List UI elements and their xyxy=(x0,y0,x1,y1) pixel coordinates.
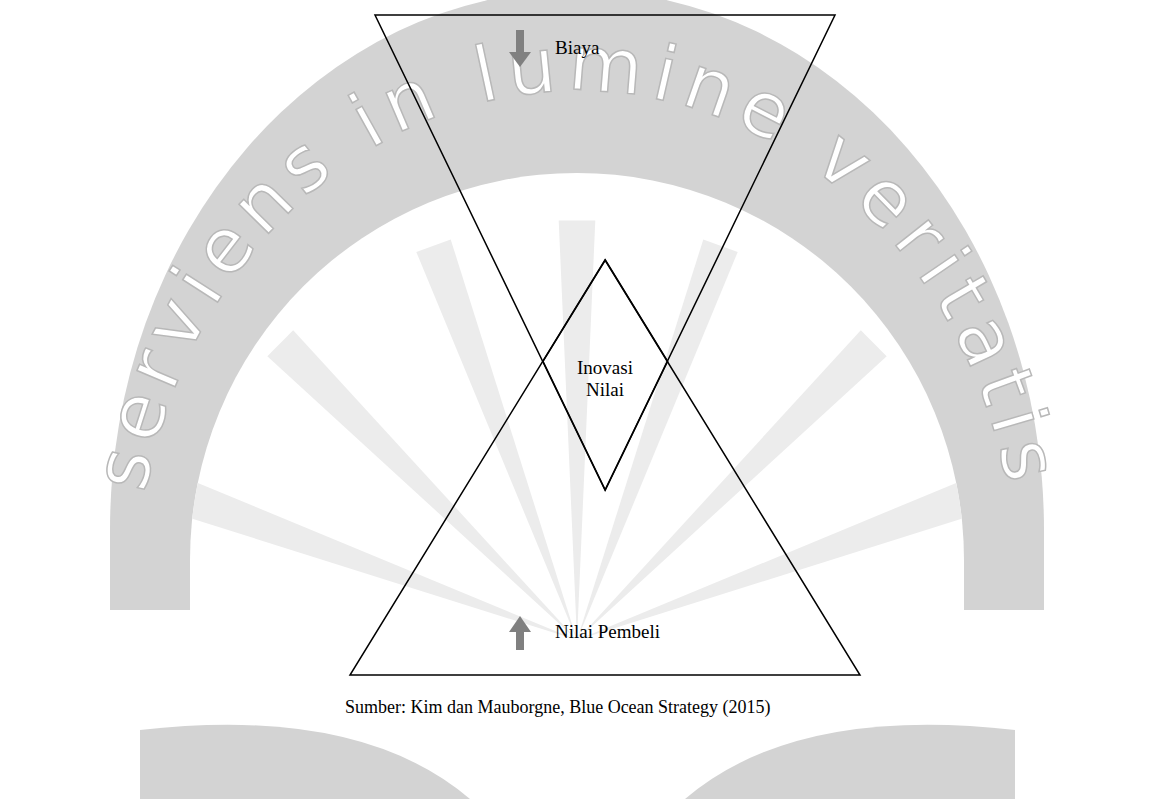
node-outline xyxy=(375,15,835,490)
node-outline-path xyxy=(350,260,860,675)
logo-ray xyxy=(416,239,577,640)
down-arrow-shaft xyxy=(516,30,524,53)
up-arrow-head xyxy=(509,616,531,632)
logo-dome xyxy=(190,173,964,640)
buyer-value-triangle: Nilai Pembeli xyxy=(350,260,860,675)
watermark-text-group: serviens in lumine veritatis xyxy=(76,18,1079,498)
node-label: Nilai Pembeli xyxy=(555,621,755,643)
logo-ray xyxy=(267,330,577,640)
arrows xyxy=(509,30,531,650)
source-caption: Sumber: Kim dan Mauborgne, Blue Ocean St… xyxy=(345,696,771,718)
logo-base xyxy=(140,725,470,799)
cost-triangle: Biaya xyxy=(375,15,835,490)
node-outline-path xyxy=(543,260,668,490)
logo-base xyxy=(685,725,1015,799)
down-arrow-head xyxy=(509,52,531,67)
node-label: Biaya xyxy=(555,37,755,59)
value-innovation-diamond: Inovasi Nilai xyxy=(543,260,668,490)
up-arrow-shaft xyxy=(516,631,524,650)
node-outline-path xyxy=(375,15,835,490)
node-outline xyxy=(350,260,860,675)
watermark-text: serviens in lumine veritatis xyxy=(76,18,1079,498)
logo-ray xyxy=(577,479,978,640)
logo-ray xyxy=(176,479,577,640)
logo-ray xyxy=(577,239,738,640)
node-label: Inovasi Nilai xyxy=(572,357,638,401)
logo-rays xyxy=(176,220,977,640)
